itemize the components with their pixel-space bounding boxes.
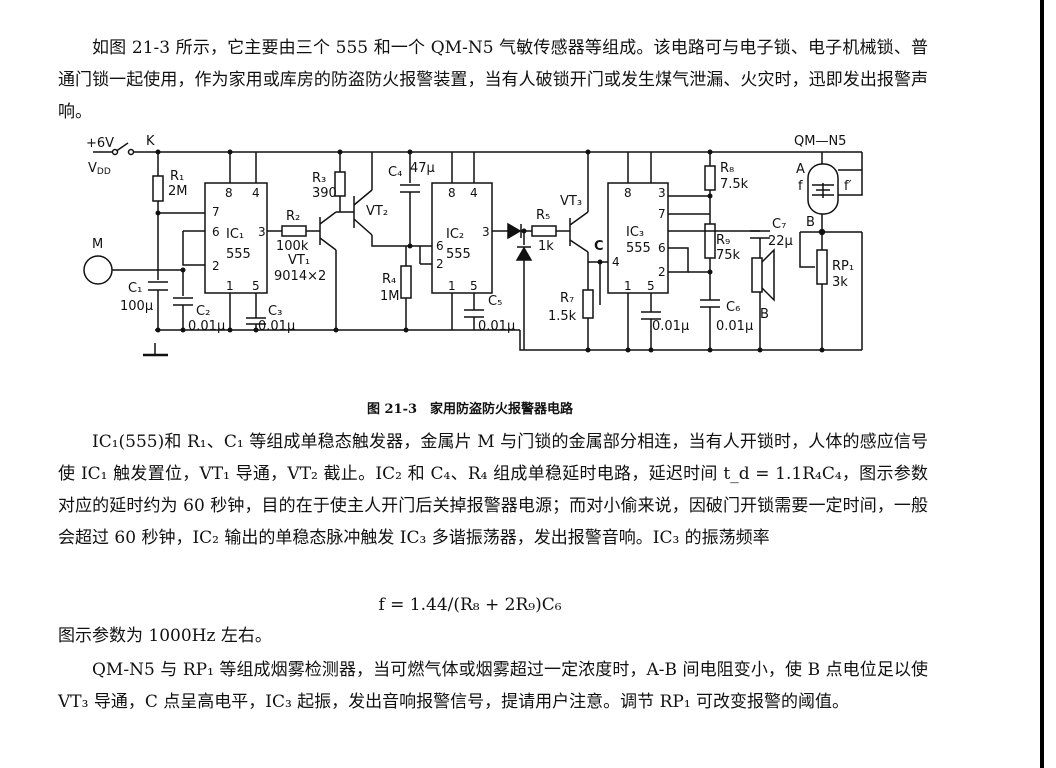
label-m: M [92,237,103,252]
body-paragraph-1: IC₁(555)和 R₁、C₁ 等组成单稳态触发器，金属片 M 与门锁的金属部分… [58,432,928,548]
label-ic3: IC₃ [626,225,644,240]
pin-number: 6 [436,239,444,253]
pin-number: 4 [470,186,478,200]
label-c2-value: 0.01μ [188,319,225,334]
label-b-point: B [806,215,815,230]
label-vplus: +6V [86,136,114,151]
label-r2-value: 100k [276,239,309,254]
label-ic1-b: 555 [226,247,251,262]
pin-number: 6 [658,241,666,255]
pin-number: 4 [252,186,260,200]
pin-number: 7 [658,207,666,221]
label-ic3-b: 555 [626,241,651,256]
label-ic2-b: 555 [446,247,471,262]
label-k: K [146,134,155,149]
label-r8-value: 7.5k [720,177,749,192]
label-r4-value: 1M [380,289,400,304]
label-c5-value: 0.01μ [478,319,515,334]
label-c5: C₅ [488,294,502,309]
pin-number: 2 [436,257,444,271]
pin-number: 5 [252,279,260,293]
label-c7: C₇ [772,217,786,232]
label-c3-value: 0.01μ [258,319,295,334]
label-ic2: IC₂ [446,227,464,242]
label-c6-b: 0.01μ [716,319,753,334]
label-speaker-b: B [760,307,769,322]
label-c4-value: 47μ [410,161,435,176]
page-edge-border [1040,0,1044,768]
label-c6: C₆ [726,300,740,315]
pin-number: 2 [658,265,666,279]
pin-number: 5 [647,279,655,293]
label-rp1: RP₁ [832,259,854,274]
label-vt1-value: 9014×2 [274,269,326,284]
label-r7: R₇ [560,291,574,306]
label-c3: C₃ [268,304,282,319]
body-paragraph-3: QM-N5 与 RP₁ 等组成烟雾检测器，当可燃气体或烟雾超过一定浓度时，A-B… [58,660,928,712]
label-r8: R₈ [720,161,734,176]
label-vt2: VT₂ [366,204,388,219]
pin-number: 8 [448,186,456,200]
pin-number: 3 [658,186,666,200]
label-r1-value: 2M [168,184,188,199]
label-c6-value: 0.01μ [652,319,689,334]
pin-number: 3 [482,225,490,239]
label-r2: R₂ [286,209,300,224]
label-r7-value: 1.5k [548,309,577,324]
pin-number: 8 [624,186,632,200]
label-a: A [796,162,805,177]
pin-number: 2 [212,259,220,273]
label-r1: R₁ [170,169,184,184]
label-vt1: VT₁ [288,253,310,268]
label-r3-value: 390 [312,186,337,201]
pin-number: 3 [258,225,266,239]
label-r5: R₅ [536,208,550,223]
pin-number: 1 [624,279,632,293]
label-f2: f′ [844,179,852,194]
label-vdd-sub: DD [97,167,111,177]
pin-number: 8 [225,186,233,200]
label-rp1-value: 3k [832,275,848,290]
label-c4: C₄ [388,165,402,180]
body-paragraph-2: 图示参数为 1000Hz 左右。 [58,626,272,646]
label-r9: R₉ [716,233,730,248]
label-r3: R₃ [312,171,326,186]
label-vt3: VT₃ [560,194,582,209]
pin-number: 1 [226,279,234,293]
pin-number: 1 [448,279,456,293]
label-r5-value: 1k [538,239,554,254]
label-r9-value: 75k [716,248,741,263]
intro-paragraph: 如图 21-3 所示，它主要由三个 555 和一个 QM-N5 气敏传感器等组成… [58,38,928,122]
label-c1-value: 100μ [120,299,153,314]
label-c7-value: 22μ [768,234,793,249]
pin-number: 7 [212,205,220,219]
figure-caption: 图 21-3 家用防盗防火报警器电路 [366,402,574,417]
label-f1: f [798,179,803,194]
label-c2: C₂ [196,304,210,319]
frequency-formula: f = 1.44/(R₈ + 2R₉)C₆ [378,595,562,615]
pin-number: 6 [212,225,220,239]
label-c1: C₁ [128,281,142,296]
label-r4: R₄ [382,272,396,287]
label-qm: QM—N5 [794,134,846,149]
label-c-point: C [594,239,604,254]
label-ic1: IC₁ [226,227,244,242]
pin-number: 4 [612,255,620,269]
label-vdd: V [88,161,97,176]
pin-number: 5 [470,279,478,293]
svg-text:VDD: VDD [88,161,111,177]
